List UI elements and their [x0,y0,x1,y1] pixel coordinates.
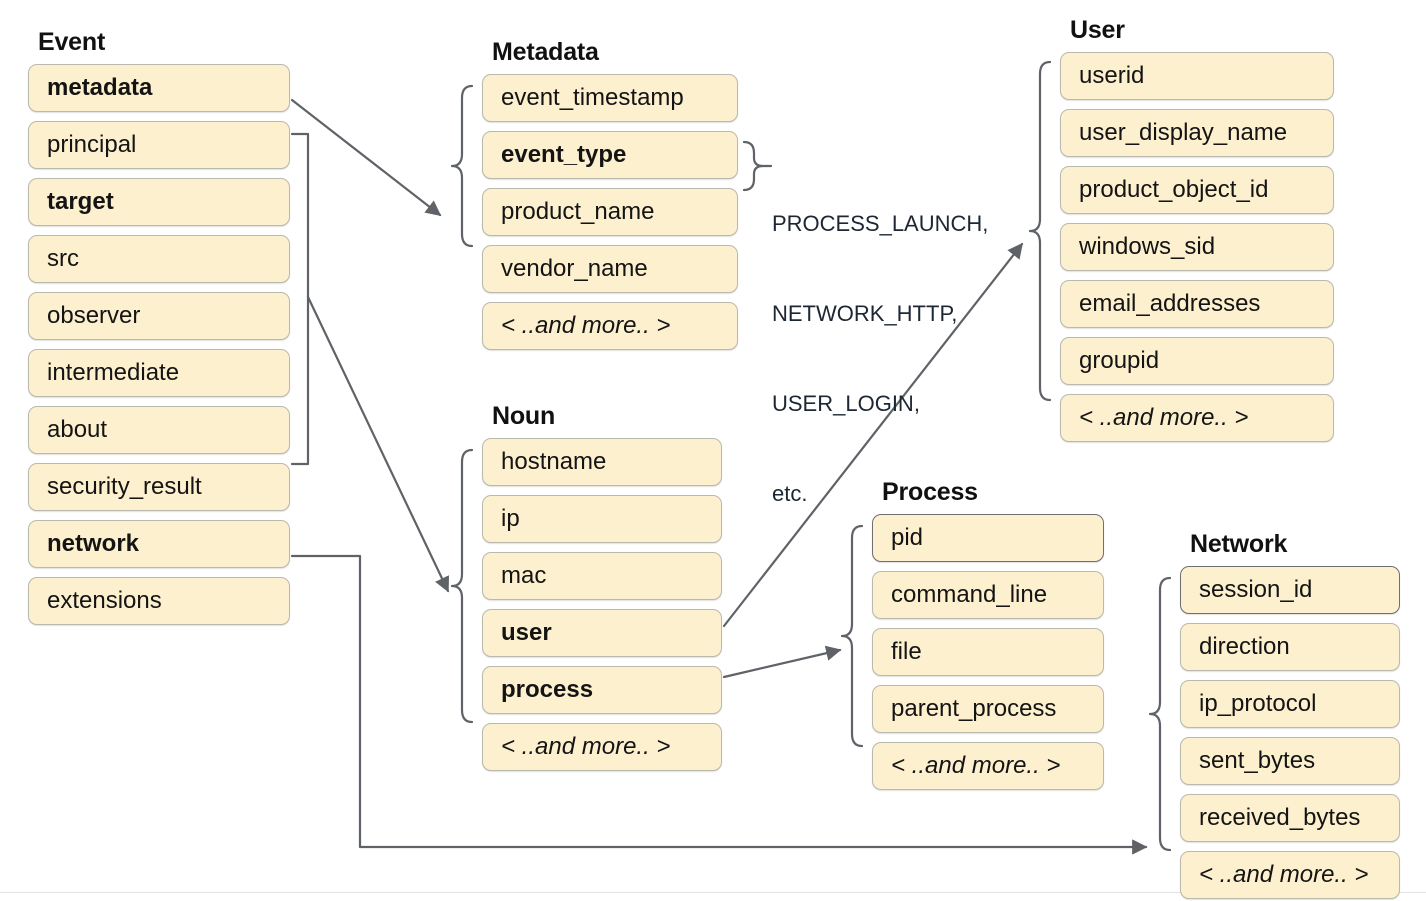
bracket-event-nouns [290,132,310,466]
field-metadata-vendor-name[interactable]: vendor_name [482,245,738,293]
field-noun-hostname[interactable]: hostname [482,438,722,486]
wire-noun [306,295,450,593]
enum-value-3: USER_LOGIN, [772,391,920,416]
field-process-file[interactable]: file [872,628,1104,676]
field-network-received-bytes[interactable]: received_bytes [1180,794,1400,842]
enum-value-1: PROCESS_LAUNCH, [772,211,989,236]
field-metadata-event-type[interactable]: event_type [482,131,738,179]
brace-event-type [742,140,765,192]
field-event-principal[interactable]: principal [28,121,290,169]
field-event-target[interactable]: target [28,178,290,226]
field-process-command-line[interactable]: command_line [872,571,1104,619]
field-user-groupid[interactable]: groupid [1060,337,1334,385]
field-network-and-more[interactable]: < ..and more.. > [1180,851,1400,899]
field-event-network[interactable]: network [28,520,290,568]
brace-user [1028,60,1052,402]
field-process-pid[interactable]: pid [872,514,1104,562]
field-noun-mac[interactable]: mac [482,552,722,600]
field-noun-user[interactable]: user [482,609,722,657]
brace-noun [450,448,474,724]
field-event-observer[interactable]: observer [28,292,290,340]
group-noun: Noun hostname ip mac user process < ..an… [482,404,722,771]
field-event-metadata[interactable]: metadata [28,64,290,112]
field-event-extensions[interactable]: extensions [28,577,290,625]
field-metadata-event-timestamp[interactable]: event_timestamp [482,74,738,122]
field-noun-and-more[interactable]: < ..and more.. > [482,723,722,771]
field-user-and-more[interactable]: < ..and more.. > [1060,394,1334,442]
field-network-direction[interactable]: direction [1180,623,1400,671]
field-user-user-display-name[interactable]: user_display_name [1060,109,1334,157]
field-network-ip-protocol[interactable]: ip_protocol [1180,680,1400,728]
field-user-windows-sid[interactable]: windows_sid [1060,223,1334,271]
field-list-noun: hostname ip mac user process < ..and mor… [482,438,722,771]
group-network: Network session_id direction ip_protocol… [1180,532,1400,899]
field-user-userid[interactable]: userid [1060,52,1334,100]
field-list-process: pid command_line file parent_process < .… [872,514,1104,790]
enum-value-2: NETWORK_HTTP, [772,301,958,326]
wire-process [722,645,842,679]
field-noun-ip[interactable]: ip [482,495,722,543]
group-metadata: Metadata event_timestamp event_type prod… [482,40,738,350]
field-metadata-product-name[interactable]: product_name [482,188,738,236]
field-process-parent-process[interactable]: parent_process [872,685,1104,733]
group-title-event: Event [38,28,106,56]
field-metadata-and-more[interactable]: < ..and more.. > [482,302,738,350]
field-network-session-id[interactable]: session_id [1180,566,1400,614]
field-user-email-addresses[interactable]: email_addresses [1060,280,1334,328]
group-process: Process pid command_line file parent_pro… [872,480,1104,790]
group-title-user: User [1070,16,1125,44]
group-title-process: Process [882,478,978,506]
field-noun-process[interactable]: process [482,666,722,714]
bottom-divider [0,892,1426,893]
field-process-and-more[interactable]: < ..and more.. > [872,742,1104,790]
field-user-product-object-id[interactable]: product_object_id [1060,166,1334,214]
field-list-user: userid user_display_name product_object_… [1060,52,1334,442]
field-network-sent-bytes[interactable]: sent_bytes [1180,737,1400,785]
field-event-security-result[interactable]: security_result [28,463,290,511]
brace-network [1148,576,1172,852]
field-list-event: metadata principal target src observer i… [28,64,290,625]
brace-metadata [450,84,474,248]
group-user: User userid user_display_name product_ob… [1060,18,1334,442]
field-list-network: session_id direction ip_protocol sent_by… [1180,566,1400,899]
group-title-metadata: Metadata [492,38,599,66]
wire-metadata [290,98,442,217]
field-event-about[interactable]: about [28,406,290,454]
field-event-intermediate[interactable]: intermediate [28,349,290,397]
field-event-src[interactable]: src [28,235,290,283]
group-title-network: Network [1190,530,1288,558]
group-event: Event metadata principal target src obse… [28,30,290,625]
field-list-metadata: event_timestamp event_type product_name … [482,74,738,350]
group-title-noun: Noun [492,402,556,430]
